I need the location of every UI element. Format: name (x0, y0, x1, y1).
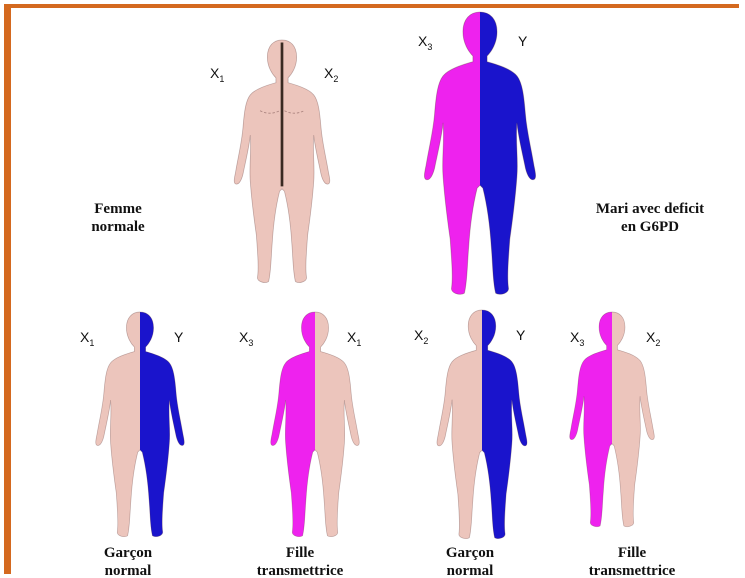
father-right-chrom-label: Y (518, 33, 528, 49)
figure-father: X3 Y Mari avec deficit en G6PD (418, 12, 704, 294)
child-1-left-chrom-label: X1 (80, 329, 94, 348)
father-left-chrom-label: X3 (418, 33, 432, 52)
child-1-caption-line-1: Garçon (104, 545, 153, 561)
mother-caption-line-1: Femme (94, 201, 142, 217)
father-right-half (424, 12, 535, 294)
figure-child-1: X1 Y Garçon normal (80, 312, 184, 578)
father-caption-line-1: Mari avec deficit (596, 201, 704, 217)
child-4-right-chrom-label: X2 (646, 329, 660, 348)
child-3-silhouette (437, 310, 527, 539)
child-1-right-half (96, 312, 184, 537)
child-3-caption-line-1: Garçon (446, 545, 495, 561)
child-2-caption-line-1: Fille (286, 545, 315, 561)
child-4-left-chrom-label: X3 (570, 329, 584, 348)
mother-caption-line-2: normale (91, 219, 145, 235)
father-silhouette (424, 12, 535, 294)
child-2-caption-line-2: transmettrice (257, 563, 344, 578)
child-1-silhouette (96, 312, 184, 537)
child-1-right-chrom-label: Y (174, 329, 184, 345)
child-3-right-half (437, 310, 527, 539)
child-1-caption-line-2: normal (105, 563, 152, 578)
child-3-caption-line-2: normal (447, 563, 494, 578)
father-caption-line-2: en G6PD (621, 219, 679, 235)
child-3-left-chrom-label: X2 (414, 327, 428, 346)
figure-child-3: X2 Y Garçon normal (414, 310, 527, 578)
child-4-caption-line-1: Fille (618, 545, 647, 561)
child-2-right-chrom-label: X1 (347, 329, 361, 348)
mother-left-chrom-label: X1 (210, 65, 224, 84)
child-3-right-chrom-label: Y (516, 327, 526, 343)
child-2-left-chrom-label: X3 (239, 329, 253, 348)
mother-silhouette (234, 40, 330, 283)
child-2-silhouette (271, 312, 359, 537)
child-4-caption-line-2: transmettrice (589, 563, 676, 578)
child-2-right-half (271, 312, 359, 537)
mother-right-chrom-label: X2 (324, 65, 338, 84)
